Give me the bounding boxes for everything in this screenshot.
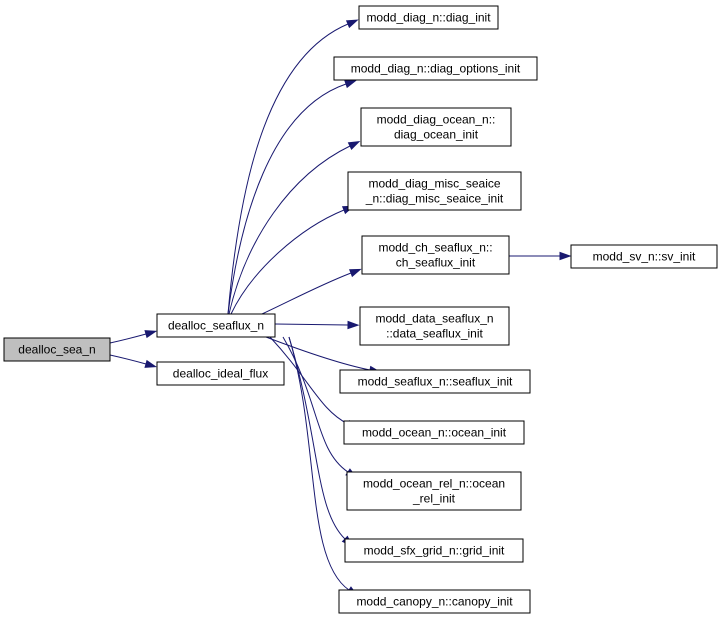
node-label: modd_sv_n::sv_init — [593, 250, 696, 264]
node-box — [347, 171, 522, 211]
edge-line — [282, 336, 349, 473]
node-label: diag_ocean_init — [394, 128, 479, 142]
edge-line — [109, 333, 147, 344]
arrowhead — [347, 320, 360, 330]
node-canopy-init[interactable]: modd_canopy_n::canopy_init — [338, 589, 531, 614]
node-label: modd_diag_misc_seaice — [368, 177, 500, 191]
node-label: modd_data_seaflux_n — [375, 312, 493, 326]
node-diag-init[interactable]: modd_diag_n::diag_init — [358, 5, 499, 30]
node-label: modd_diag_n::diag_options_init — [351, 62, 521, 76]
node-box — [359, 306, 510, 346]
node-label: modd_seaflux_n::seaflux_init — [358, 375, 513, 389]
edge-dealloc_seaflux_n-to-ocean_rel_init — [282, 336, 358, 479]
arrowhead — [559, 251, 572, 261]
edge-dealloc_sea_n-to-dealloc_seaflux_n — [109, 330, 158, 344]
node-box — [343, 420, 525, 445]
node-label: modd_canopy_n::canopy_init — [356, 595, 513, 609]
edge-dealloc_seaflux_n-to-diag_init — [227, 19, 359, 315]
arrowhead — [345, 19, 359, 29]
edge-line — [227, 23, 349, 315]
node-sv-init[interactable]: modd_sv_n::sv_init — [570, 244, 718, 269]
node-label: modd_diag_n::diag_init — [366, 11, 491, 25]
edge-ch_seaflux_init-to-sv_init — [509, 251, 572, 261]
edge-line — [269, 336, 349, 425]
node-box — [344, 538, 524, 563]
edge-line — [261, 272, 352, 315]
node-label: _n::diag_misc_seaice_init — [365, 192, 504, 206]
edge-dealloc_sea_n-to-dealloc_ideal_flux — [109, 354, 158, 368]
node-label: modd_sfx_grid_n::grid_init — [364, 544, 505, 558]
edge-line — [265, 336, 371, 371]
node-label: modd_ocean_n::ocean_init — [362, 426, 507, 440]
node-label: _rel_init — [412, 492, 456, 506]
node-grid-init[interactable]: modd_sfx_grid_n::grid_init — [344, 538, 524, 563]
node-box — [156, 361, 285, 386]
node-box — [333, 56, 538, 81]
node-box — [3, 337, 111, 362]
node-box — [346, 471, 522, 511]
node-box — [358, 5, 499, 30]
node-label: modd_ocean_rel_n::ocean — [363, 477, 505, 491]
node-label: modd_diag_ocean_n:: — [377, 113, 496, 127]
node-box — [156, 313, 276, 338]
node-diag-misc-seaice-init[interactable]: modd_diag_misc_seaice_n::diag_misc_seaic… — [347, 171, 522, 211]
arrowhead — [347, 140, 361, 151]
edge-line — [109, 354, 147, 365]
edge-dealloc_seaflux_n-to-diag_options_init — [227, 80, 357, 315]
arrowhead — [144, 359, 158, 368]
arrowhead — [349, 268, 362, 278]
arrowhead — [144, 330, 158, 339]
node-label: dealloc_seaflux_n — [168, 319, 264, 333]
node-box — [338, 589, 531, 614]
node-label: ::data_seaflux_init — [386, 327, 483, 341]
nodes-layer: dealloc_sea_n dealloc_seaflux_n dealloc_id… — [3, 5, 718, 614]
edge-line — [288, 336, 346, 540]
edge-dealloc_seaflux_n-to-diag_misc_seaice_init — [230, 205, 355, 315]
node-ocean-init[interactable]: modd_ocean_n::ocean_init — [343, 420, 525, 445]
edge-line — [230, 209, 345, 315]
edge-dealloc_seaflux_n-to-data_seaflux_init — [274, 320, 360, 330]
node-box — [360, 107, 512, 147]
arrowhead — [344, 80, 357, 89]
node-box — [339, 369, 531, 394]
node-diag-options-init[interactable]: modd_diag_n::diag_options_init — [333, 56, 538, 81]
node-ch-seaflux-init[interactable]: modd_ch_seaflux_n::ch_seaflux_init — [361, 235, 510, 275]
node-box — [570, 244, 718, 269]
edge-dealloc_seaflux_n-to-ch_seaflux_init — [261, 268, 362, 315]
node-diag-ocean-init[interactable]: modd_diag_ocean_n::diag_ocean_init — [360, 107, 512, 147]
node-label: ch_seaflux_init — [396, 256, 476, 270]
node-dealloc-seaflux-n[interactable]: dealloc_seaflux_n — [156, 313, 276, 338]
node-seaflux-init[interactable]: modd_seaflux_n::seaflux_init — [339, 369, 531, 394]
edge-line — [274, 323, 349, 326]
node-ocean-rel-init[interactable]: modd_ocean_rel_n::ocean_rel_init — [346, 471, 522, 511]
node-dealloc-sea-n[interactable]: dealloc_sea_n — [3, 337, 111, 362]
edge-line — [228, 145, 351, 315]
node-label: dealloc_sea_n — [18, 343, 95, 357]
edge-line — [227, 83, 347, 315]
node-box — [361, 235, 510, 275]
node-dealloc-ideal-flux[interactable]: dealloc_ideal_flux — [156, 361, 285, 386]
node-data-seaflux-init[interactable]: modd_data_seaflux_n::data_seaflux_init — [359, 306, 510, 346]
edge-dealloc_seaflux_n-to-diag_ocean_init — [228, 140, 361, 315]
node-label: modd_ch_seaflux_n:: — [378, 241, 492, 255]
node-label: dealloc_ideal_flux — [173, 367, 268, 381]
edge-line — [288, 336, 350, 591]
